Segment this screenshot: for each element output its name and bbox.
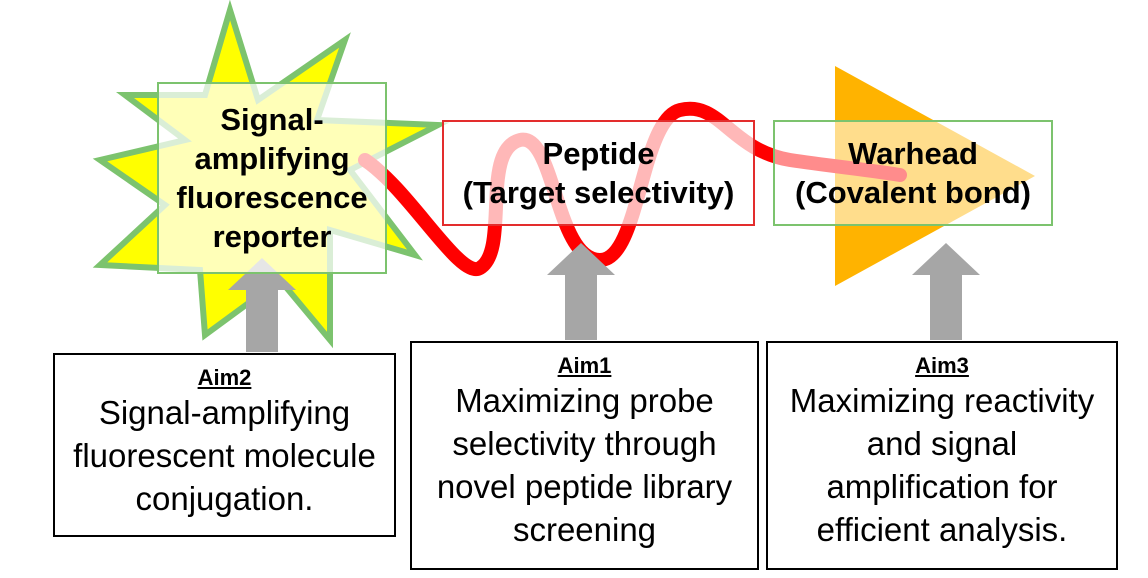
up-arrow-icon <box>228 258 296 352</box>
aim1-text: Maximizing probe selectivity through nov… <box>436 382 733 548</box>
reporter-box: Signal-amplifying fluorescence reporter <box>157 82 387 274</box>
aim1-title: Aim1 <box>557 353 612 378</box>
reporter-label: Signal-amplifying fluorescence reporter <box>176 102 368 254</box>
warhead-sublabel: (Covalent bond) <box>795 175 1031 210</box>
up-arrow-icon <box>547 243 615 340</box>
aim1-box: Aim1 Maximizing probe selectivity throug… <box>410 341 759 570</box>
warhead-box: Warhead (Covalent bond) <box>773 120 1053 226</box>
peptide-sublabel: (Target selectivity) <box>462 175 735 210</box>
warhead-label: Warhead <box>848 136 978 171</box>
aim2-text: Signal-amplifying fluorescent molecule c… <box>73 394 376 517</box>
aim2-title: Aim2 <box>197 365 252 390</box>
aim3-box: Aim3 Maximizing reactivity and signal am… <box>766 341 1118 570</box>
aim2-box: Aim2 Signal-amplifying fluorescent molec… <box>53 353 396 537</box>
aim3-text: Maximizing reactivity and signal amplifi… <box>789 382 1095 548</box>
peptide-label: Peptide <box>542 136 655 171</box>
up-arrow-icon <box>912 243 980 340</box>
aim3-title: Aim3 <box>915 353 969 378</box>
peptide-box: Peptide (Target selectivity) <box>442 120 755 226</box>
